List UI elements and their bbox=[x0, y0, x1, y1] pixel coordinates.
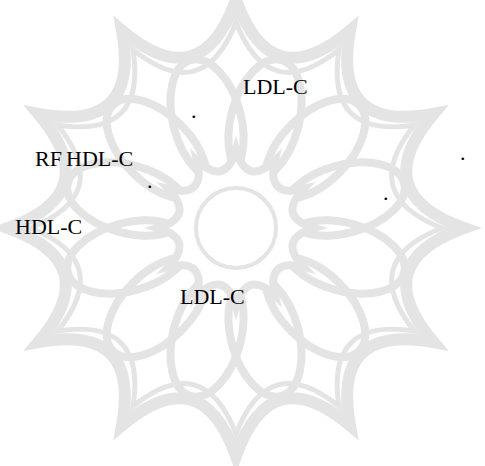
term-label: RF bbox=[35, 148, 62, 170]
punctuation-mark: . bbox=[383, 182, 389, 204]
outer-star-inner-line bbox=[30, 22, 442, 434]
rosette-group bbox=[8, 0, 464, 456]
term-label: LDL-C bbox=[180, 286, 245, 308]
center-flower bbox=[158, 150, 314, 306]
outer-star bbox=[8, 0, 464, 456]
term-label: HDL-C bbox=[15, 216, 82, 238]
punctuation-mark: . bbox=[460, 142, 466, 164]
term-label: HDL-C bbox=[66, 148, 133, 170]
center-ring bbox=[196, 188, 276, 268]
punctuation-mark: . bbox=[191, 100, 197, 122]
punctuation-mark: . bbox=[147, 170, 153, 192]
term-label: LDL-C bbox=[243, 76, 308, 98]
